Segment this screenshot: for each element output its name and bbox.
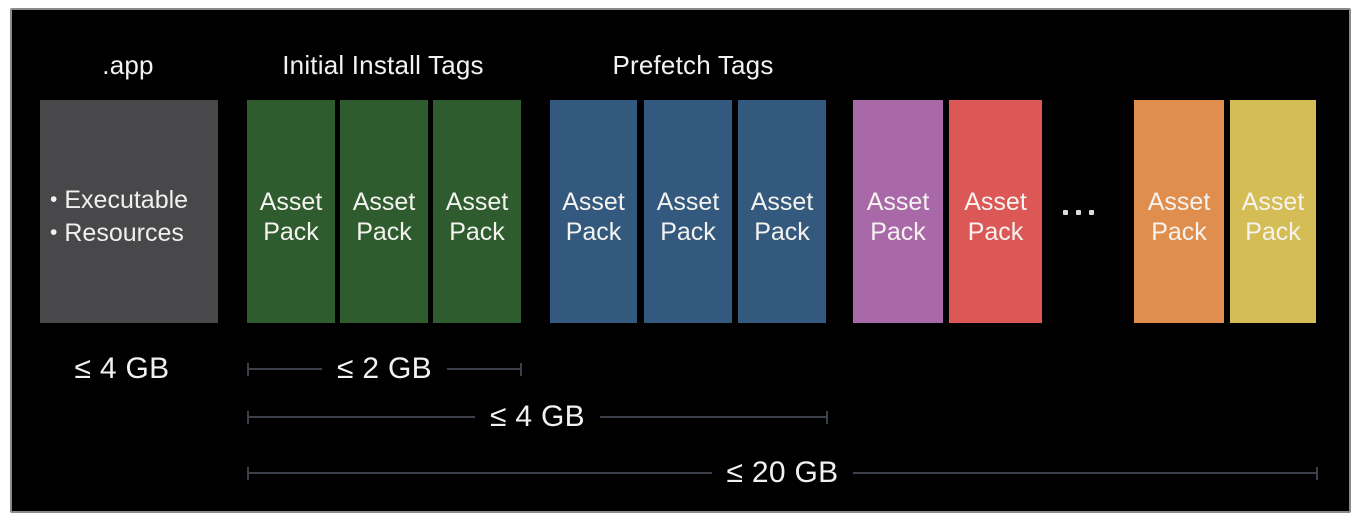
- size-bracket-total: ≤ 20 GB: [247, 456, 1319, 490]
- bullet-icon: •: [50, 187, 58, 211]
- asset-pack-box-prefetch-3: Asset Pack: [738, 100, 826, 323]
- app-bundle-item-label: Resources: [64, 218, 184, 247]
- app-bundle-item-label: Executable: [64, 185, 189, 214]
- asset-pack-box-yellow: Asset Pack: [1230, 100, 1316, 323]
- bracket-line: [599, 416, 826, 418]
- asset-pack-box-prefetch-1: Asset Pack: [550, 100, 637, 323]
- bracket-tick-right: [520, 362, 522, 376]
- bracket-line: [853, 472, 1317, 474]
- asset-pack-label: Asset Pack: [750, 187, 814, 246]
- size-bracket-initial-install: ≤ 2 GB: [247, 352, 522, 386]
- app-bundle-item-resources: •Resources: [50, 217, 212, 250]
- prefetch-tags-header: Prefetch Tags: [612, 50, 774, 80]
- asset-pack-label: Asset Pack: [866, 187, 930, 246]
- more-packs-ellipsis-icon: [1063, 210, 1094, 215]
- bracket-line: [249, 368, 323, 370]
- asset-pack-label: Asset Pack: [259, 187, 323, 246]
- asset-pack-label: Asset Pack: [656, 187, 720, 246]
- ellipsis-dot: [1089, 210, 1094, 215]
- ellipsis-dot: [1076, 210, 1081, 215]
- asset-pack-box-initial-1: Asset Pack: [247, 100, 335, 323]
- bracket-tick-left: [247, 466, 249, 480]
- asset-pack-label: Asset Pack: [1241, 187, 1305, 246]
- bracket-tick-left: [247, 410, 249, 424]
- size-bracket-label: ≤ 4 GB: [490, 400, 585, 433]
- bracket-tick-right: [1316, 466, 1319, 480]
- asset-pack-label: Asset Pack: [964, 187, 1027, 246]
- bullet-icon: •: [50, 220, 58, 244]
- size-bracket-label: ≤ 20 GB: [726, 456, 839, 489]
- ellipsis-dot: [1063, 210, 1068, 215]
- app-size-label: ≤ 4 GB: [74, 352, 170, 385]
- asset-pack-box-purple: Asset Pack: [853, 100, 943, 323]
- app-size-label-row: ≤ 4 GB: [75, 352, 170, 386]
- initial-install-tags-header: Initial Install Tags: [282, 50, 484, 80]
- asset-pack-box-red: Asset Pack: [949, 100, 1042, 323]
- bracket-line: [249, 416, 476, 418]
- asset-pack-box-initial-2: Asset Pack: [340, 100, 428, 323]
- asset-pack-label: Asset Pack: [352, 187, 416, 246]
- asset-pack-label: Asset Pack: [562, 187, 625, 246]
- bracket-tick-right: [826, 410, 828, 424]
- app-column-header: .app: [102, 50, 154, 80]
- asset-pack-box-initial-3: Asset Pack: [433, 100, 521, 323]
- app-bundle-box: •Executable •Resources: [40, 100, 218, 323]
- bracket-line: [249, 472, 712, 474]
- size-bracket-label: ≤ 2 GB: [337, 352, 432, 385]
- bracket-tick-left: [247, 362, 249, 376]
- bracket-line: [446, 368, 520, 370]
- asset-pack-box-orange: Asset Pack: [1134, 100, 1224, 323]
- size-bracket-initial-plus-prefetch: ≤ 4 GB: [247, 400, 828, 434]
- app-bundle-item-executable: •Executable: [50, 184, 212, 217]
- asset-pack-box-prefetch-2: Asset Pack: [644, 100, 732, 323]
- asset-pack-label: Asset Pack: [1147, 187, 1211, 246]
- asset-pack-label: Asset Pack: [445, 187, 509, 246]
